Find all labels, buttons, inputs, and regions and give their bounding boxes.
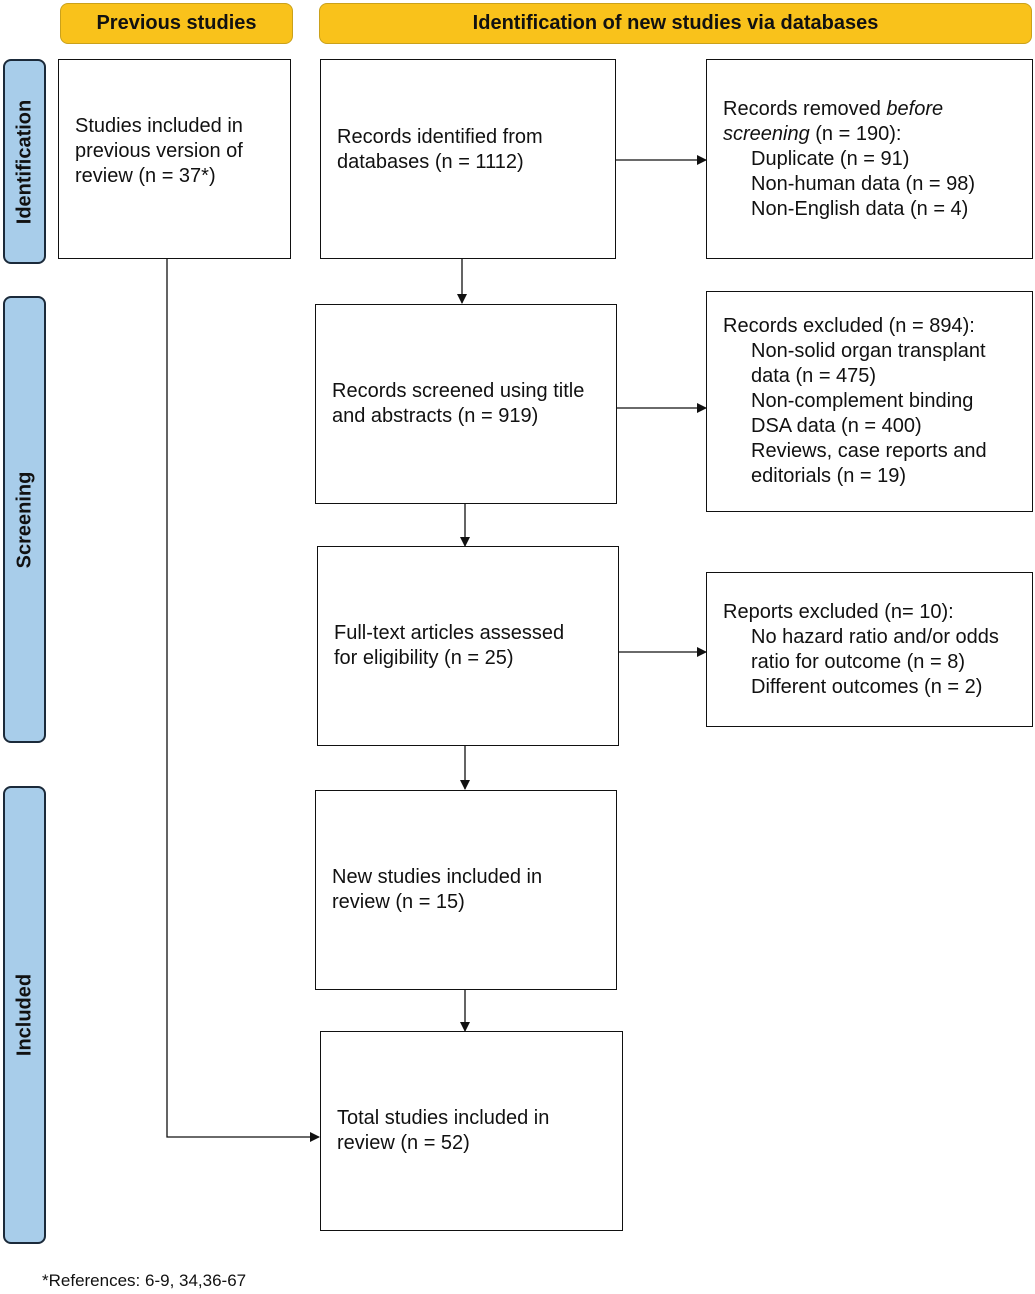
box-reports-excluded: Reports excluded (n= 10): No hazard rati… [706,572,1033,727]
removed-title-pre: Records removed [723,97,887,120]
identified-line1: Records identified from [337,126,543,148]
header-previous-label: Previous studies [96,12,257,34]
removed-item: Duplicate (n = 91) [751,147,910,170]
removed-title-line1: Records removed before [723,97,975,122]
screened-line1: Records screened using title [332,380,585,402]
excluded-title: Records excluded (n = 894): [723,315,975,337]
header-new-studies: Identification of new studies via databa… [319,3,1032,44]
fulltext-line2: for eligibility (n = 25) [334,647,514,669]
removed-item: Non-human data (n = 98) [751,172,976,195]
header-previous-studies: Previous studies [60,3,293,44]
box-records-removed: Records removed before screening (n = 19… [706,59,1033,259]
removed-title-em: before [886,97,944,120]
removed-title-em2: screening [723,122,810,145]
excluded-item: Non-complement binding [751,390,974,412]
excluded-item: editorials (n = 19) [751,465,907,487]
total-included-line2: review (n = 52) [337,1132,470,1154]
phase-identification: Identification [3,59,46,264]
total-included-line1: Total studies included in [337,1107,550,1129]
box-records-excluded: Records excluded (n = 894): Non-solid or… [706,291,1033,512]
excluded-item: Non-solid organ transplant [751,340,986,362]
reports-excluded-title: Reports excluded (n= 10): [723,600,954,623]
previous-line2: previous version of [75,140,243,162]
reports-excluded-item: ratio for outcome (n = 8) [751,650,965,673]
box-previous-studies: Studies included in previous version of … [58,59,291,259]
phase-screening: Screening [3,296,46,743]
footnote: *References: 6-9, 34,36-67 [42,1271,247,1290]
removed-item: Non-English data (n = 4) [751,197,969,220]
new-included-line2: review (n = 15) [332,891,465,913]
excluded-item: Reviews, case reports and [751,440,987,462]
screened-line2: and abstracts (n = 919) [332,405,539,427]
box-records-identified: Records identified from databases (n = 1… [320,59,616,259]
arrow-previous-to-total [166,259,320,1142]
reports-excluded-item: Different outcomes (n = 2) [751,675,983,698]
box-total-included: Total studies included in review (n = 52… [320,1031,623,1231]
box-fulltext-assessed: Full-text articles assessed for eligibil… [317,546,619,746]
reports-excluded-item: No hazard ratio and/or odds [751,625,999,648]
phase-included: Included [3,786,46,1244]
new-included-line1: New studies included in [332,866,543,888]
identified-line2: databases (n = 1112) [337,151,524,173]
header-new-label: Identification of new studies via databa… [472,12,879,34]
previous-line3: review (n = 37*) [75,165,216,187]
box-new-included: New studies included in review (n = 15) [315,790,617,990]
fulltext-line1: Full-text articles assessed [334,622,565,644]
excluded-item: data (n = 475) [751,365,877,387]
removed-title-post: (n = 190): [809,122,902,145]
excluded-item: DSA data (n = 400) [751,415,922,437]
previous-line1: Studies included in [75,115,243,137]
box-records-screened: Records screened using title and abstrac… [315,304,617,504]
removed-title-line2: screening (n = 190): [723,122,975,147]
